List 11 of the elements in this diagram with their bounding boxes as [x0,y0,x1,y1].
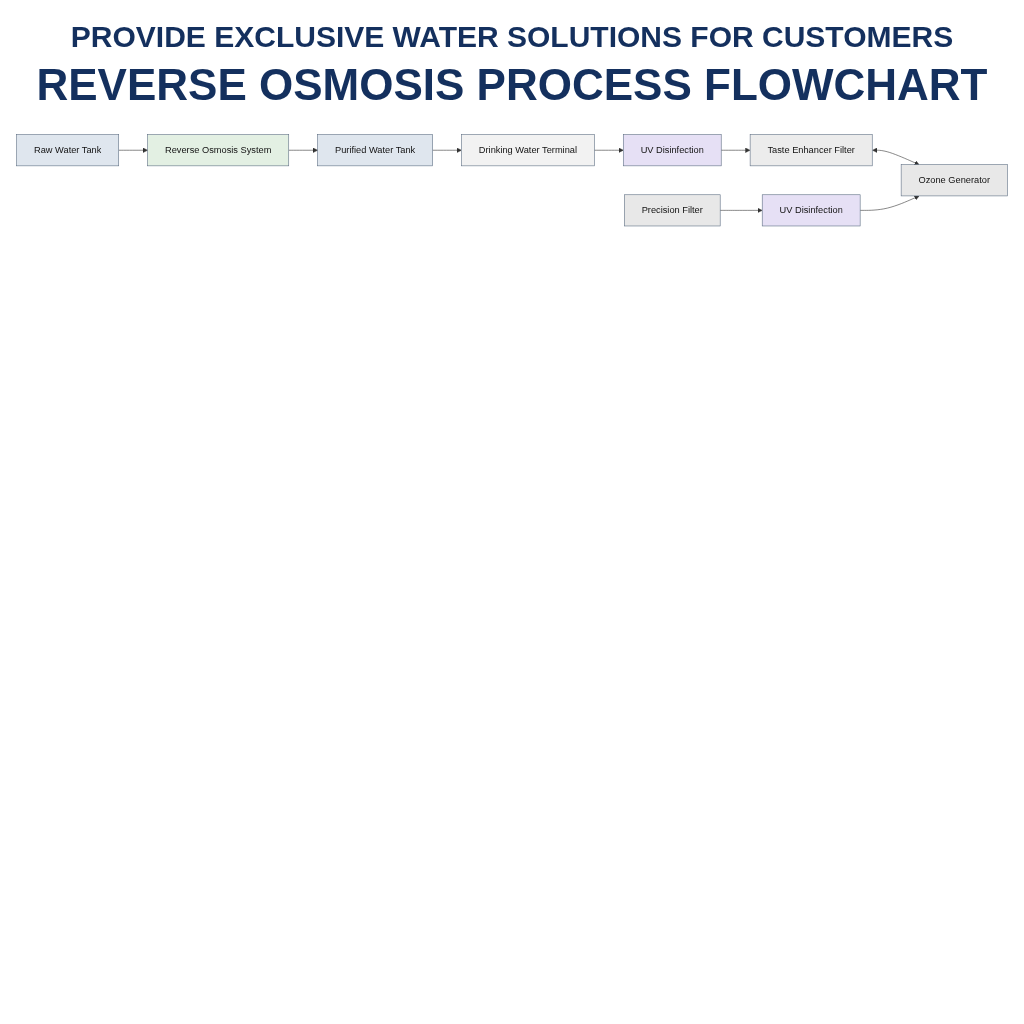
node-box: Ozone Generator [900,164,1008,197]
node-box: Purified Water Tank [317,134,433,167]
node-box: Precision Filter [624,194,721,227]
node-box: Drinking Water Terminal [461,134,595,167]
node-box: Reverse Osmosis System [147,134,290,167]
node-box: UV Disinfection [623,134,722,167]
title: REVERSE OSMOSIS PROCESS FLOWCHART [35,60,989,110]
node-box: UV Disinfection [761,194,861,227]
subtitle: PROVIDE EXCLUSIVE WATER SOLUTIONS FOR CUSTOMERS [69,20,955,54]
node-box: Taste Enhancer Filter [749,134,873,167]
node-box: Raw Water Tank [16,134,119,167]
